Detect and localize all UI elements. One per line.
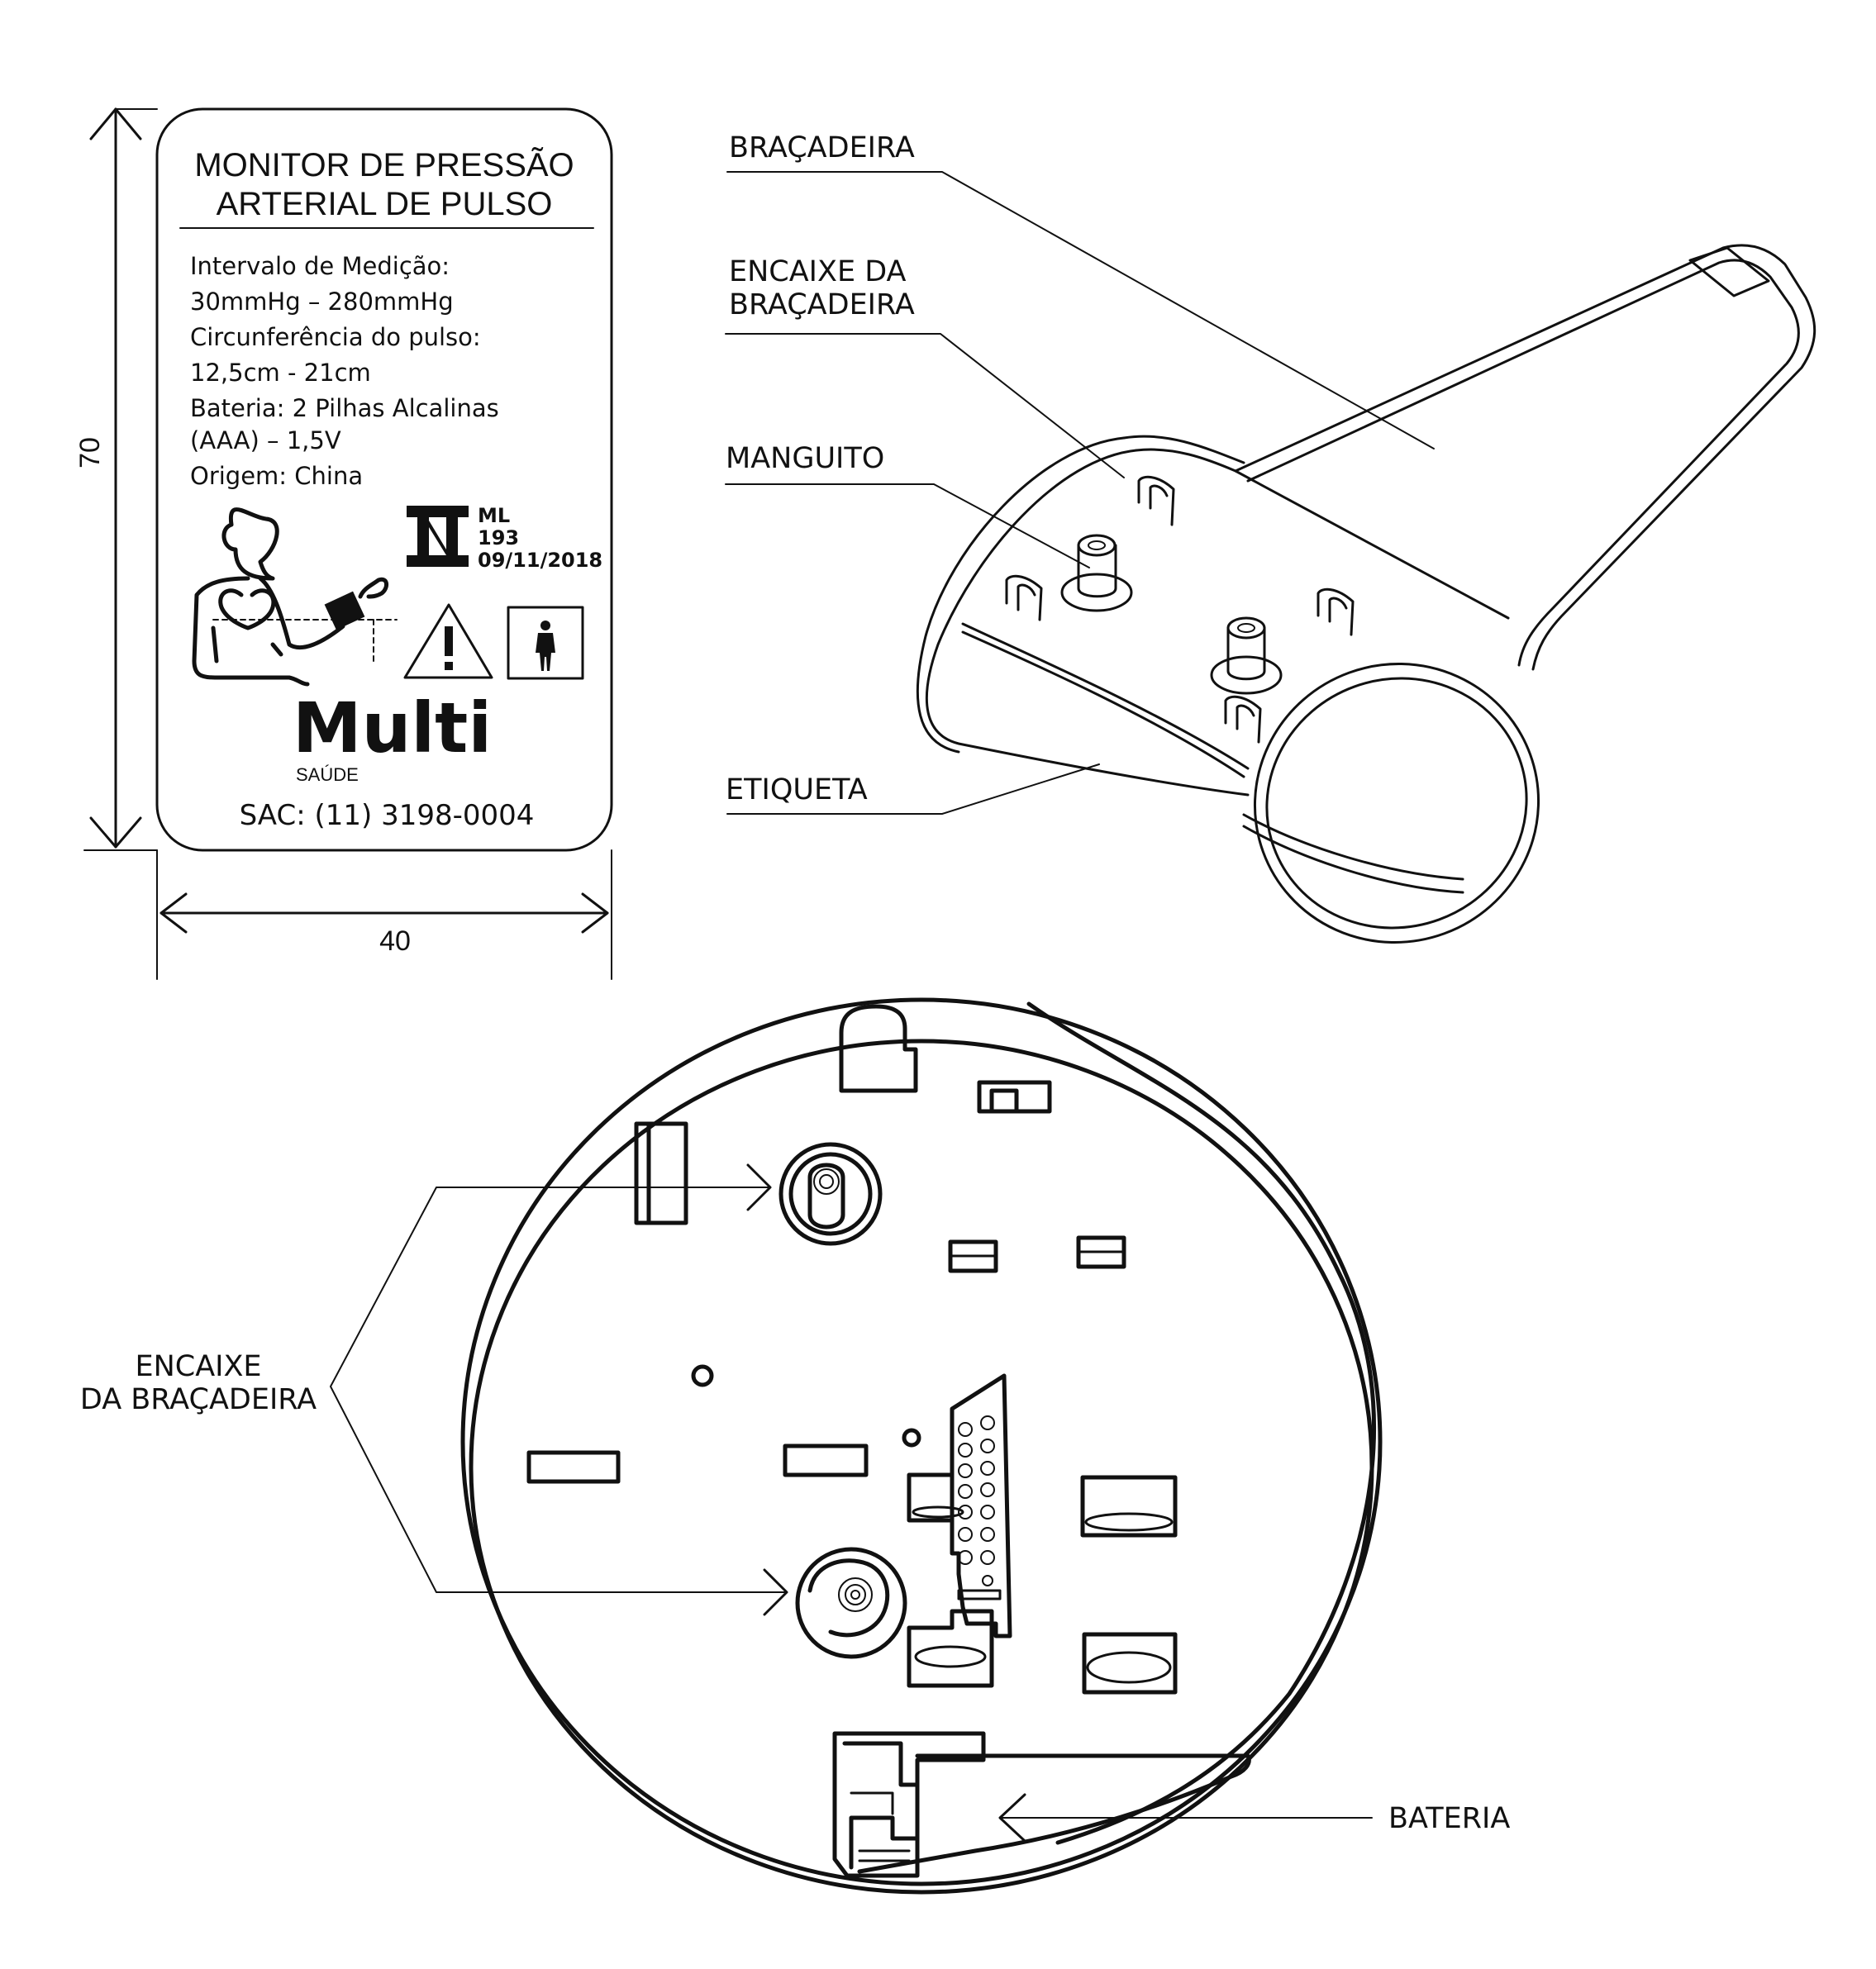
- cuff-clip: [1005, 574, 1043, 621]
- device-port: [795, 1547, 907, 1659]
- label-spec-line: 30mmHg – 280mmHg: [190, 288, 454, 316]
- dimension-height-value: 70: [74, 437, 106, 468]
- monitor-back-view: ENCAIXE DA BRAÇADEIRA BATERIA: [80, 997, 1510, 1895]
- product-label: MONITOR DE PRESSÃO ARTERIAL DE PULSO Int…: [155, 107, 613, 852]
- label-spec-line: Intervalo de Medição:: [190, 252, 450, 280]
- callout-etiqueta: ETIQUETA: [726, 773, 868, 806]
- label-spec-line: Origem: China: [190, 462, 363, 490]
- callout-bateria: BATERIA: [1388, 1802, 1510, 1835]
- label-border: [155, 107, 613, 852]
- label-spec-line: Bateria: 2 Pilhas Alcalinas: [190, 394, 499, 422]
- callout-encaixe-line2: BRAÇADEIRA: [729, 288, 915, 321]
- device-port: [778, 1142, 883, 1246]
- dimension-width-value: 40: [379, 925, 411, 957]
- callout-encaixe-bottom-line1: ENCAIXE: [135, 1350, 261, 1383]
- callout-bracadeira: BRAÇADEIRA: [729, 131, 915, 164]
- label-title-line1: MONITOR DE PRESSÃO: [194, 146, 574, 183]
- callout-encaixe-line1: ENCAIXE DA: [729, 255, 907, 288]
- cert-number: 193: [478, 526, 519, 549]
- cuff-illustration: BRAÇADEIRA ENCAIXE DA BRAÇADEIRA MANGUIT…: [725, 131, 1816, 944]
- cert-code: ML: [478, 504, 510, 527]
- cert-date: 09/11/2018: [478, 549, 602, 572]
- warning-icon: [403, 603, 493, 679]
- applied-part-icon: [507, 606, 584, 680]
- cuff-port: [1060, 534, 1133, 612]
- sac-phone: SAC: (11) 3198-0004: [240, 799, 535, 832]
- cuff-port: [1210, 616, 1283, 695]
- label-spec-line: (AAA) – 1,5V: [190, 426, 341, 454]
- dimension-height: 70: [74, 107, 158, 851]
- brand-logo: Multi: [293, 687, 492, 768]
- battery-compartment: [832, 1731, 986, 1878]
- cuff-clip: [1317, 587, 1355, 636]
- person-cuff-icon: [192, 507, 398, 687]
- callout-encaixe-bottom-line2: DA BRAÇADEIRA: [80, 1383, 317, 1416]
- label-spec-line: 12,5cm - 21cm: [190, 359, 371, 387]
- label-spec-line: Circunferência do pulso:: [190, 323, 481, 351]
- battery-arrow-icon: [998, 1793, 1373, 1843]
- inmetro-seal-icon: ML 193 09/11/2018: [407, 504, 602, 572]
- callout-manguito: MANGUITO: [726, 442, 884, 475]
- brand-sub: SAÚDE: [296, 764, 359, 785]
- label-title-line2: ARTERIAL DE PULSO: [217, 186, 553, 222]
- dimension-width: 40: [156, 849, 612, 980]
- pin-connector: [950, 1373, 1012, 1638]
- cuff-clip: [1224, 695, 1262, 744]
- cuff-clip: [1137, 475, 1175, 526]
